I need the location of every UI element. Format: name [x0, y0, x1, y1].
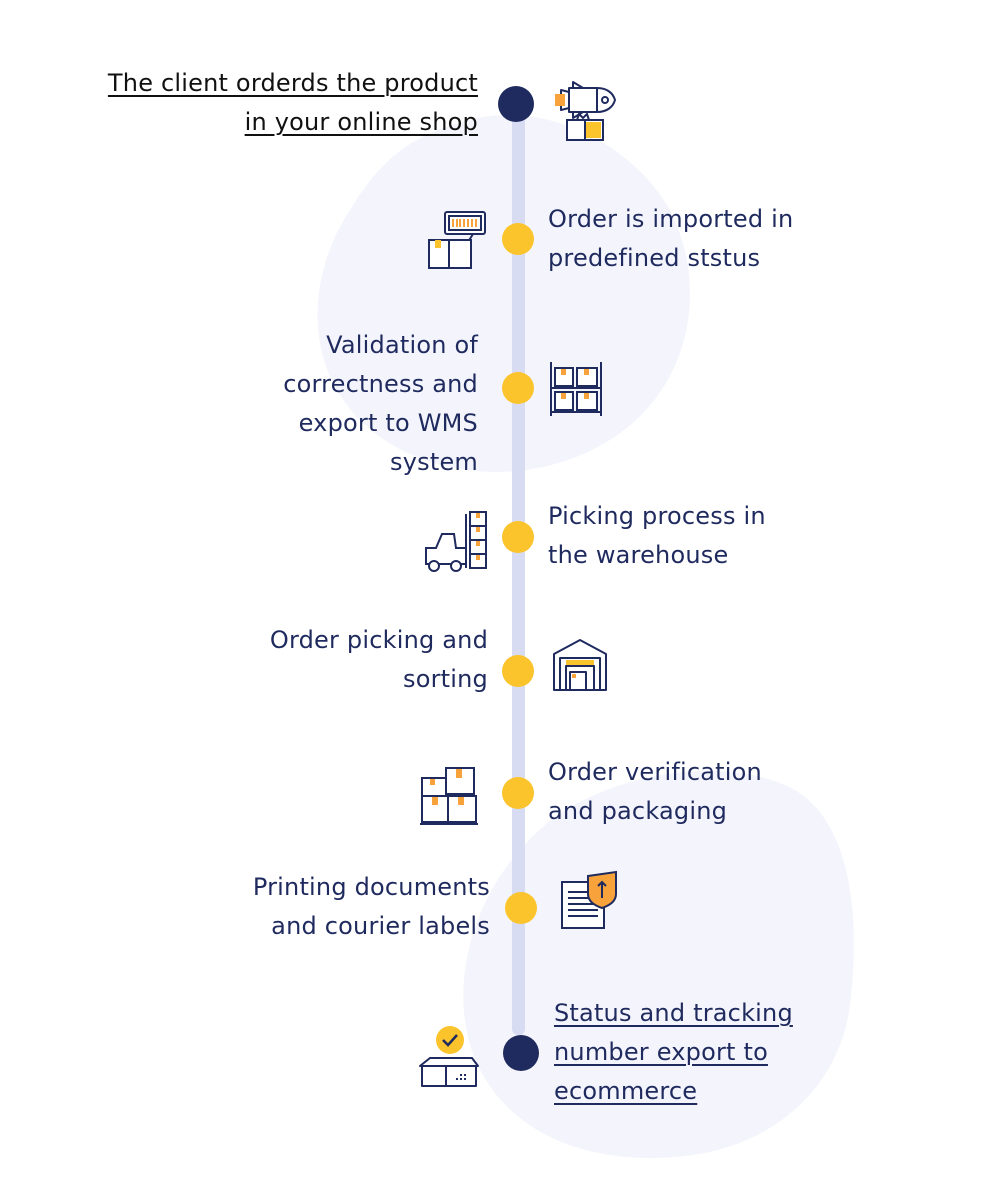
step-5-line-2: sorting: [403, 665, 488, 693]
step-8-line-1: Status and tracking: [554, 999, 793, 1027]
stacked-boxes-icon: [420, 767, 478, 825]
step-3-text: Validation of correctness and export to …: [283, 326, 478, 482]
step-4-text: Picking process in the warehouse: [548, 497, 766, 575]
step-1-text: The client orderds the product in your o…: [108, 64, 478, 142]
timeline-dot-7: [505, 892, 537, 924]
warehouse-shelf-icon: [550, 362, 602, 416]
timeline-dot-end: [503, 1035, 539, 1071]
step-4-line-2: the warehouse: [548, 541, 729, 569]
step-8-line-2: number export to: [554, 1038, 768, 1066]
step-2-line-1: Order is imported in: [548, 205, 794, 233]
step-6-line-2: and packaging: [548, 797, 728, 825]
step-8-text[interactable]: Status and tracking number export to eco…: [554, 994, 793, 1111]
timeline-dot-start: [498, 86, 534, 122]
background-blob-bottom: [463, 770, 854, 1159]
box-checkmark-icon: [419, 1026, 479, 1087]
step-5-text: Order picking and sorting: [270, 621, 488, 699]
step-2-line-2: predefined ststus: [548, 244, 761, 272]
timeline-dot-5: [502, 655, 534, 687]
step-3-line-1: Validation of: [326, 331, 478, 359]
timeline-dot-4: [502, 521, 534, 553]
step-7-line-2: and courier labels: [271, 912, 490, 940]
step-3-line-2: correctness and: [283, 370, 478, 398]
step-7-line-1: Printing documents: [252, 873, 490, 901]
warehouse-building-icon: [553, 639, 607, 691]
step-6-text: Order verification and packaging: [548, 753, 762, 831]
document-label-icon: [561, 870, 617, 929]
timeline-dot-6: [502, 777, 534, 809]
timeline-dot-2: [502, 223, 534, 255]
step-8-line-3: ecommerce: [554, 1077, 698, 1105]
step-1-line-2: in your online shop: [244, 108, 478, 136]
step-3-line-3: export to WMS: [298, 409, 478, 437]
barcode-scanner-box-icon: [428, 211, 486, 269]
step-2-text: Order is imported in predefined ststus: [548, 200, 793, 278]
forklift-icon: [425, 511, 487, 572]
step-1-line-1: The client orderds the product: [107, 69, 478, 97]
step-3-line-4: system: [390, 448, 478, 476]
rocket-package-icon: [555, 81, 616, 141]
timeline-dot-3: [502, 372, 534, 404]
step-7-text: Printing documents and courier labels: [253, 868, 490, 946]
step-5-line-1: Order picking and: [269, 626, 488, 654]
step-6-line-1: Order verification: [548, 758, 762, 786]
step-4-line-1: Picking process in: [548, 502, 766, 530]
